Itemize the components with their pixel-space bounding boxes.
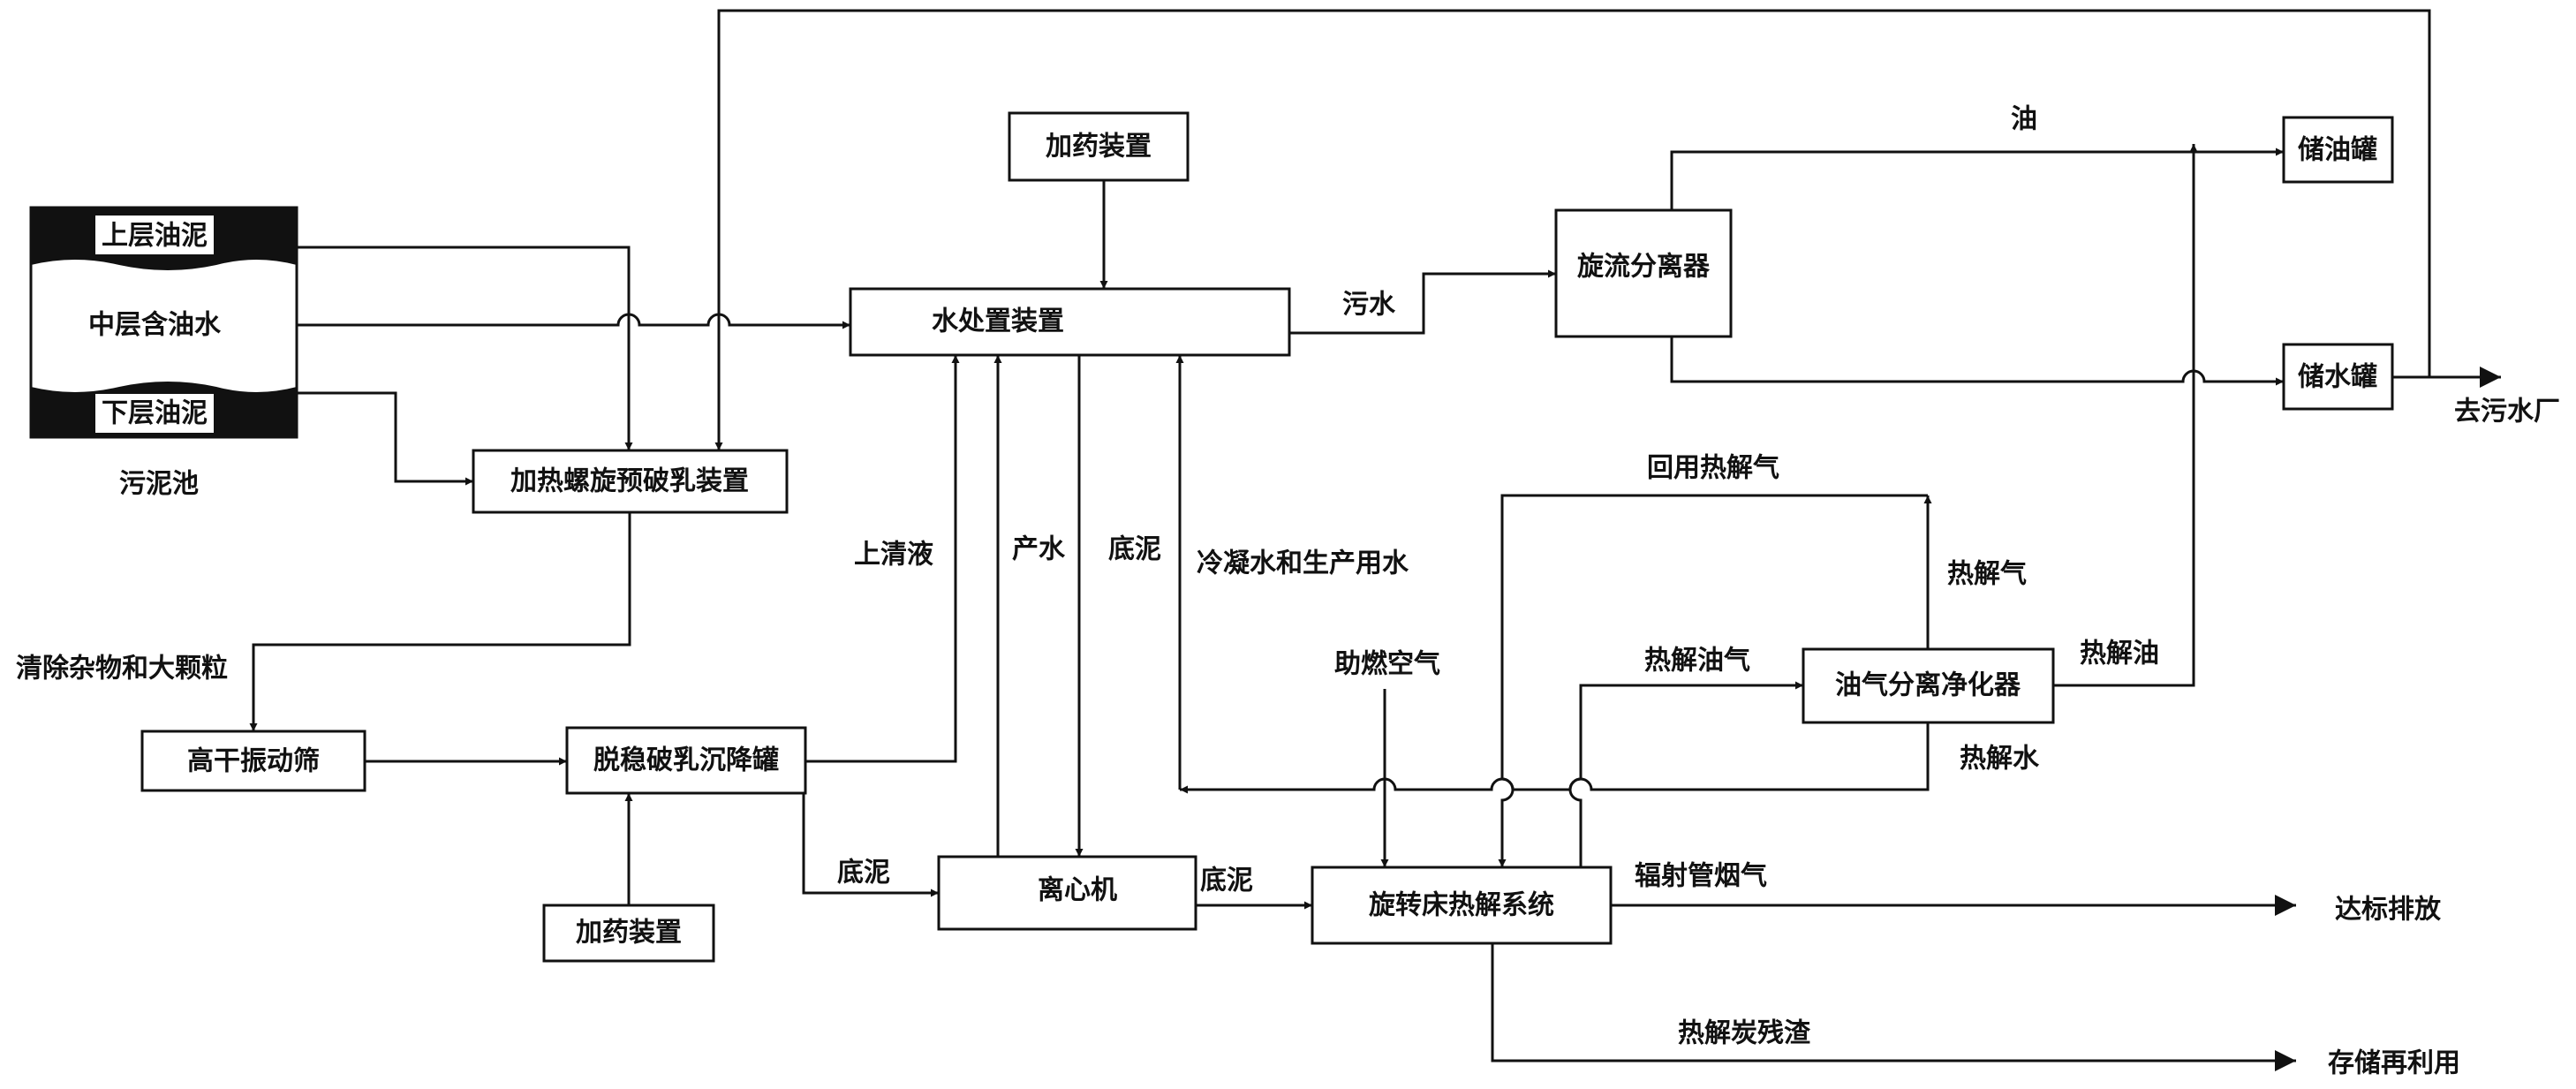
svg-text:高干振动筛: 高干振动筛 <box>187 746 320 777</box>
svg-text:加热螺旋预破乳装置: 加热螺旋预破乳装置 <box>510 466 749 497</box>
box-centrifuge: 离心机 <box>937 855 1197 931</box>
box-water-treatment: 水处置装置 <box>849 287 1291 357</box>
arrow-water-to-water-tank <box>1670 337 2284 386</box>
label-pyrolysis-oil-gas: 热解油气 <box>1644 646 1750 677</box>
arrow-pond-to-water-treatment <box>297 313 850 329</box>
label-storage-reuse: 存储再利用 <box>2328 1048 2460 1079</box>
arrow-demulsify-to-centrifuge <box>802 793 939 897</box>
label-oil: 油 <box>2011 104 2037 135</box>
label-pyrolysis-oil: 热解油 <box>2080 639 2159 669</box>
label-bottom-sludge-centrifuge: 底泥 <box>1200 866 1253 896</box>
flow-labels: 油 污水 去污水厂 回用热解气 热解气 热解油 热解油气 热解水 清除杂物和大颗… <box>16 104 2560 1079</box>
sludge-pond: 上层油泥 中层含油水 下层油泥 污泥池 <box>29 206 298 500</box>
box-rotary-bed-pyrolysis: 旋转床热解系统 <box>1311 866 1613 945</box>
label-combustion-air: 助燃空气 <box>1334 649 1440 680</box>
arrow-pyrolysis-oil-gas-to-purifier <box>1568 681 1803 867</box>
pond-middle-label: 中层含油水 <box>88 310 222 341</box>
label-pyrolysis-gas: 热解气 <box>1947 559 2027 590</box>
flow-lines <box>249 9 2501 1071</box>
label-condensate-water: 冷凝水和生产用水 <box>1197 548 1409 579</box>
svg-text:油气分离净化器: 油气分离净化器 <box>1835 670 2021 701</box>
arrow-top-loop-to-heating <box>714 9 2431 450</box>
box-dosing-top: 加药装置 <box>1008 111 1190 182</box>
label-flue-gas: 辐射管烟气 <box>1635 861 1767 892</box>
box-heating-screw-demulsifier: 加热螺旋预破乳装置 <box>472 449 789 514</box>
label-discharge: 达标排放 <box>2335 895 2442 926</box>
label-sewage: 污水 <box>1342 290 1396 321</box>
svg-text:加药装置: 加药装置 <box>1046 132 1152 163</box>
pond-lower-label: 下层油泥 <box>102 398 208 429</box>
arrow-upper-sludge-to-heating <box>297 246 633 450</box>
svg-text:脱稳破乳沉降罐: 脱稳破乳沉降罐 <box>593 745 779 776</box>
box-oil-gas-purifier: 油气分离净化器 <box>1802 647 2055 724</box>
box-water-tank: 储水罐 <box>2282 343 2394 411</box>
label-product-water: 产水 <box>1012 534 1066 565</box>
svg-text:储水罐: 储水罐 <box>2298 362 2377 393</box>
svg-text:加药装置: 加药装置 <box>576 918 682 949</box>
svg-text:储油罐: 储油罐 <box>2298 135 2377 166</box>
label-remove-debris: 清除杂物和大颗粒 <box>16 654 228 684</box>
box-dosing-bottom: 加药装置 <box>542 904 715 963</box>
svg-text:旋流分离器: 旋流分离器 <box>1577 252 1711 283</box>
label-char-residue: 热解炭残渣 <box>1678 1018 1811 1049</box>
pond-caption: 污泥池 <box>119 469 199 500</box>
label-bottom-sludge-demulsify: 底泥 <box>837 858 890 889</box>
label-supernatant: 上清液 <box>854 540 933 571</box>
pond-upper-label: 上层油泥 <box>102 221 208 252</box>
arrow-oil-to-oil-tank <box>1670 147 2284 210</box>
arrow-char-residue-storage <box>1491 943 2296 1071</box>
svg-text:离心机: 离心机 <box>1038 875 1117 906</box>
arrow-pyrolysis-water-return <box>1180 722 1930 794</box>
label-pyrolysis-water: 热解水 <box>1960 744 2040 775</box>
box-cyclone-separator: 旋流分离器 <box>1554 208 1733 338</box>
arrow-sewage-to-cyclone <box>1289 269 1556 335</box>
label-to-sewage-plant: 去污水厂 <box>2454 397 2560 427</box>
label-recycled-gas: 回用热解气 <box>1647 453 1779 484</box>
arrow-lower-sludge-to-heating <box>297 391 473 486</box>
arrow-supernatant-to-water-treatment <box>805 355 960 763</box>
box-demulsify-settling-tank: 脱稳破乳沉降罐 <box>565 726 807 795</box>
box-oil-tank: 储油罐 <box>2282 116 2394 184</box>
arrow-pyrolysis-oil-up <box>2053 144 2198 687</box>
box-vibrating-screen: 高干振动筛 <box>140 730 366 792</box>
label-bottom-sludge-vertical: 底泥 <box>1108 534 1161 565</box>
svg-text:旋转床热解系统: 旋转床热解系统 <box>1369 890 1554 921</box>
svg-text:水处置装置: 水处置装置 <box>932 306 1064 337</box>
arrow-heating-to-screen <box>249 512 631 731</box>
